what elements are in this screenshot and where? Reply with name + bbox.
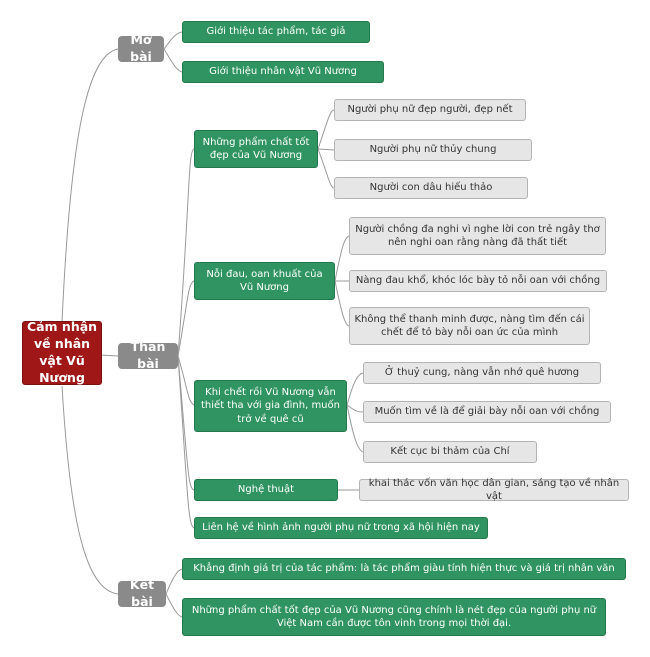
root-node[interactable]: Cảm nhận về nhân vật Vũ Nương (22, 319, 102, 385)
branch-pham-chat[interactable]: Những phẩm chất tốt đẹp của Vũ Nương (194, 130, 318, 168)
leaf-item[interactable]: Người con dâu hiếu thảo (334, 177, 528, 199)
leaf-item[interactable]: Kết cục bi thảm của Chí (363, 441, 537, 463)
leaf-item[interactable]: Người phụ nữ thủy chung (334, 139, 532, 161)
leaf-item[interactable]: Người phụ nữ đẹp người, đẹp nết (334, 99, 526, 121)
mo-bai-item[interactable]: Giới thiệu tác phẩm, tác giả (182, 21, 370, 43)
mo-bai-item[interactable]: Giới thiệu nhân vật Vũ Nương (182, 61, 384, 83)
section-mo-bai[interactable]: Mở bài (118, 32, 164, 64)
leaf-item[interactable]: Người chồng đa nghi vì nghe lời con trẻ … (349, 217, 606, 255)
section-than-bai[interactable]: Thân bài (118, 339, 178, 371)
branch-khi-chet[interactable]: Khi chết rồi Vũ Nương vẫn thiết tha với … (194, 380, 347, 432)
leaf-item[interactable]: Nàng đau khổ, khóc lóc bày tỏ nỗi oan vớ… (349, 270, 607, 292)
ket-bai-item[interactable]: Khẳng định giá trị của tác phẩm: là tác … (182, 558, 626, 580)
branch-nghe-thuat[interactable]: Nghệ thuật (194, 479, 338, 501)
branch-noi-dau[interactable]: Nỗi đau, oan khuất của Vũ Nương (194, 262, 335, 300)
section-ket-bai[interactable]: Kết bài (118, 577, 166, 609)
ket-bai-item[interactable]: Những phẩm chất tốt đẹp của Vũ Nương cũn… (182, 598, 606, 636)
leaf-item[interactable]: Muốn tìm về là để giải bày nỗi oan với c… (363, 401, 611, 423)
leaf-item[interactable]: Ở thuỷ cung, nàng vẫn nhớ quê hương (363, 362, 601, 384)
branch-lien-he[interactable]: Liên hệ về hình ảnh người phụ nữ trong x… (194, 517, 488, 539)
leaf-item[interactable]: Không thể thanh minh được, nàng tìm đến … (349, 307, 590, 345)
leaf-item[interactable]: khai thác vốn văn học dân gian, sáng tạo… (359, 478, 629, 502)
